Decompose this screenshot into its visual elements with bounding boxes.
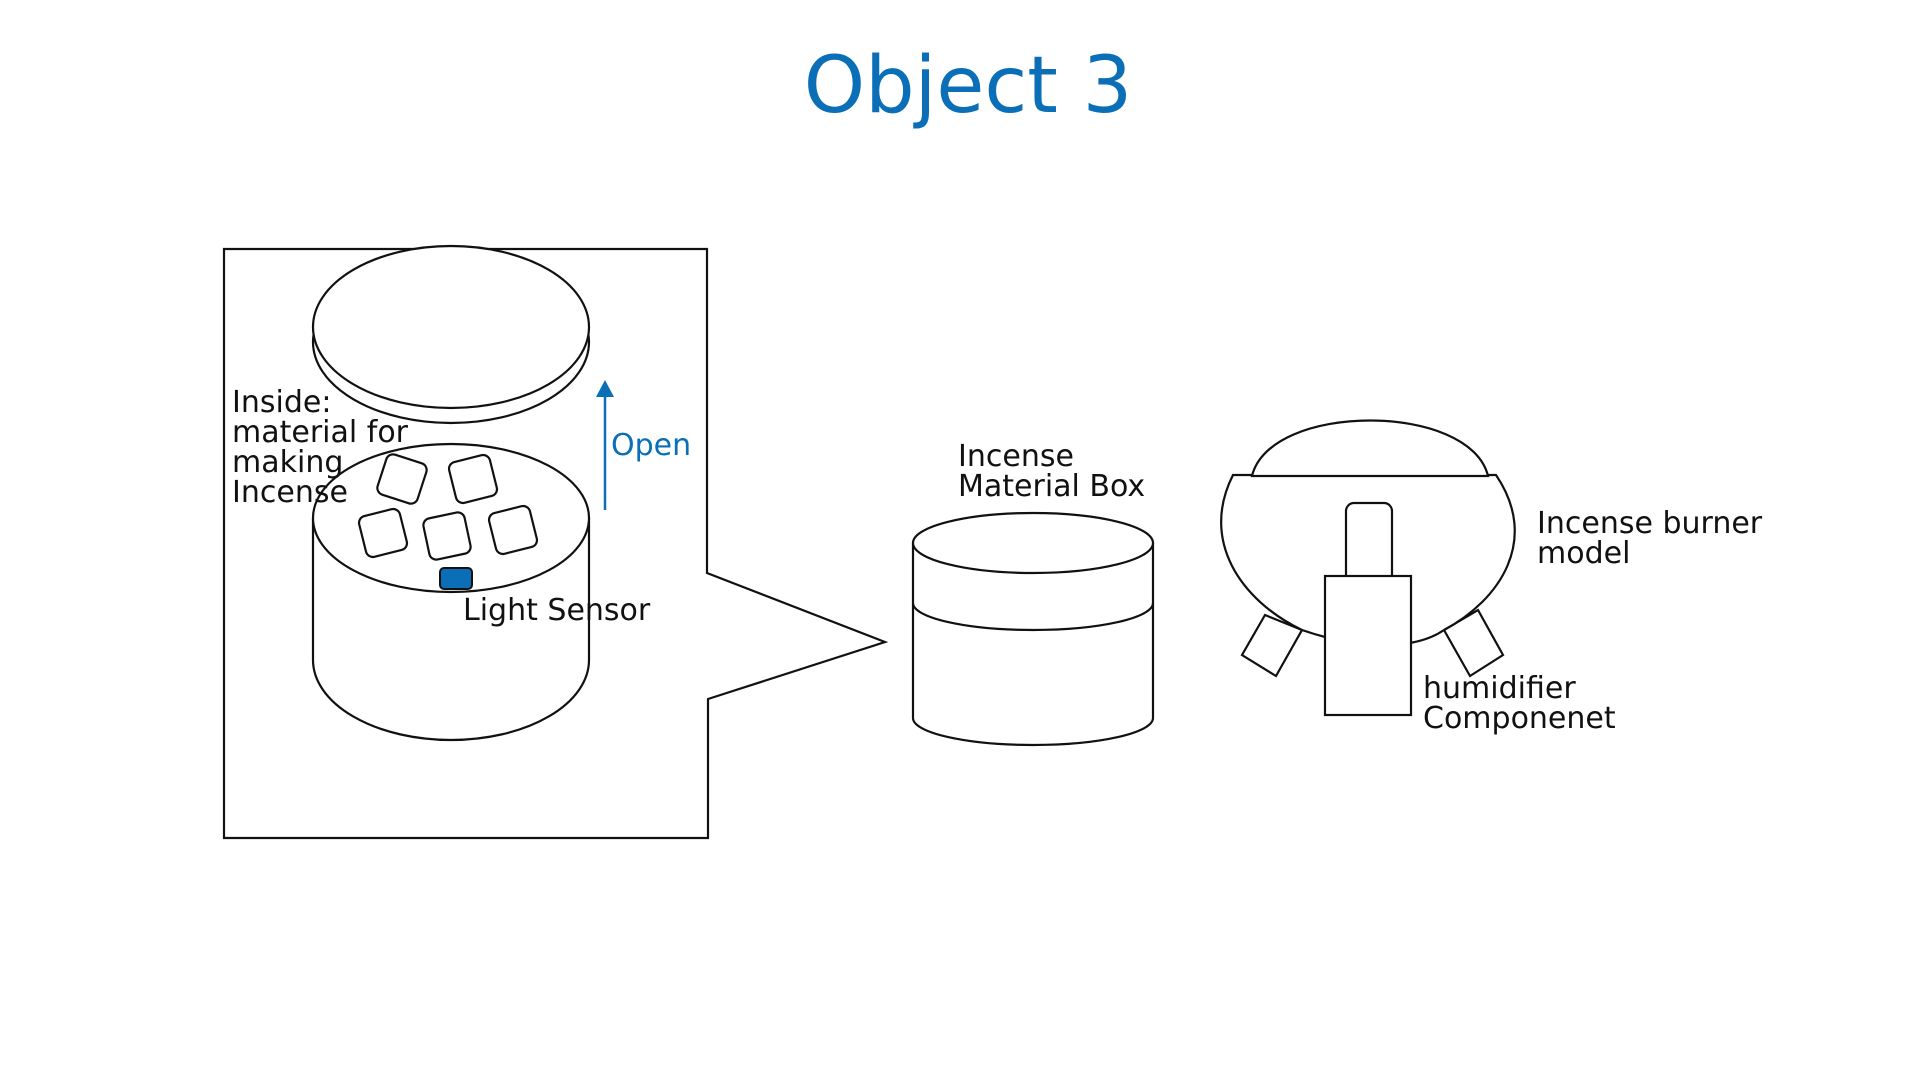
open-arrow-icon <box>596 380 614 510</box>
lid <box>311 244 591 425</box>
material-cube <box>422 511 472 561</box>
inside-label-line: making <box>232 445 343 480</box>
burner-leg-left <box>1240 613 1304 678</box>
humidifier-label-line: Componenet <box>1423 701 1616 736</box>
inside-label-line: Inside: <box>232 385 331 420</box>
light-sensor-label: Light Sensor <box>463 593 651 628</box>
material-box-label: Incense Material Box <box>958 439 1145 504</box>
material-cube <box>487 504 539 556</box>
material-container <box>311 442 591 742</box>
material-cube <box>376 453 428 505</box>
burner-label-line: model <box>1537 536 1630 571</box>
incense-material-cubes <box>357 453 539 561</box>
humidifier-label: humidifier Componenet <box>1423 671 1616 736</box>
material-cube <box>447 453 499 505</box>
page-title: Object 3 <box>804 41 1132 131</box>
light-sensor-icon <box>439 567 473 590</box>
material-box-label-line: Material Box <box>958 469 1145 504</box>
burner-lid <box>1250 419 1490 478</box>
burner-label: Incense burner model <box>1537 506 1772 571</box>
material-box-label-line: Incense <box>958 439 1074 474</box>
humidifier-component <box>1323 501 1413 717</box>
incense-material-box <box>911 511 1155 747</box>
humidifier-label-line: humidifier <box>1423 671 1576 706</box>
open-label: Open <box>611 428 691 463</box>
inside-label-line: Incense <box>232 475 348 510</box>
material-cube <box>357 507 409 559</box>
callout-frame <box>222 247 889 840</box>
inside-label: Inside: material for making Incense <box>232 385 418 510</box>
inside-label-line: material for <box>232 415 409 450</box>
burner-label-line: Incense burner <box>1537 506 1763 541</box>
